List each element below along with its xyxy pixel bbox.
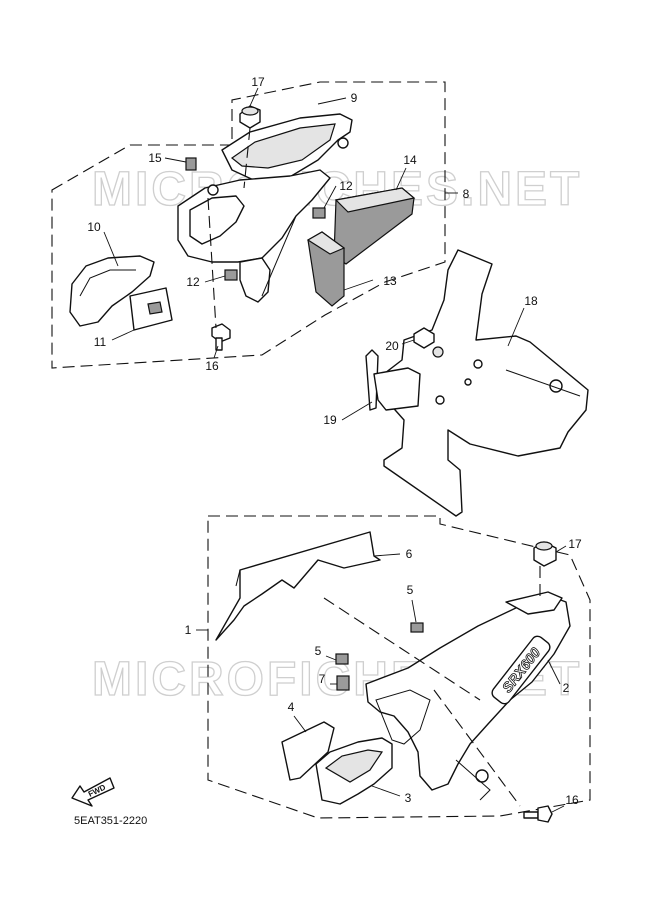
side-cover-part-2 xyxy=(365,591,571,801)
grommet-part-17-upper xyxy=(239,105,261,129)
drawing-code: 5EAT351-2220 xyxy=(74,815,148,827)
callout-5: 5 xyxy=(407,583,414,597)
callout-12: 12 xyxy=(339,179,353,193)
callout-18: 18 xyxy=(524,294,538,308)
callout-17: 17 xyxy=(251,75,265,89)
bolt-part-16-lower xyxy=(523,805,553,823)
callout-16: 16 xyxy=(205,359,219,373)
callout-6: 6 xyxy=(406,547,413,561)
strap-part-19 xyxy=(365,349,421,411)
bolt-part-16-upper xyxy=(211,323,231,351)
callout-17: 17 xyxy=(568,537,582,551)
callout-14: 14 xyxy=(403,153,417,167)
callout-labels: 17 9 15 12 14 8 10 12 13 11 16 18 20 19 … xyxy=(87,75,582,807)
clip-part-15 xyxy=(185,157,197,171)
grommet-part-17-lower xyxy=(533,541,557,567)
callout-5: 5 xyxy=(315,644,322,658)
callout-8: 8 xyxy=(463,187,470,201)
callout-15: 15 xyxy=(148,151,162,165)
lower-group-boundary xyxy=(207,515,591,819)
callout-12: 12 xyxy=(186,275,200,289)
inner-cover-part-6 xyxy=(215,531,381,641)
callout-4: 4 xyxy=(288,700,295,714)
emblem-plate-part-10 xyxy=(69,255,155,327)
plate-part-18 xyxy=(375,249,589,517)
callout-9: 9 xyxy=(351,91,358,105)
callout-7: 7 xyxy=(319,672,326,686)
callout-13: 13 xyxy=(383,274,397,288)
upper-group-boundary xyxy=(51,81,446,369)
panel-part-4 xyxy=(281,721,335,781)
callout-3: 3 xyxy=(405,791,412,805)
callout-2: 2 xyxy=(563,681,570,695)
nut-part-20 xyxy=(413,327,444,358)
bracket-part-9 xyxy=(221,113,353,183)
callout-1: 1 xyxy=(185,623,192,637)
callout-11: 11 xyxy=(94,335,107,349)
strip-part-14 xyxy=(333,187,416,265)
clip-part-5-lower xyxy=(335,653,349,665)
callout-16: 16 xyxy=(565,793,579,807)
side-cover-frame xyxy=(177,169,331,303)
clip-part-12-upper xyxy=(312,207,326,219)
clip-part-7 xyxy=(336,675,350,691)
pad-part-13 xyxy=(306,231,346,307)
leader-lines xyxy=(103,87,567,813)
callout-20: 20 xyxy=(385,339,399,353)
callout-19: 19 xyxy=(323,413,337,427)
forward-direction-arrow: FWD xyxy=(71,777,115,807)
clip-part-12-lower xyxy=(224,269,238,281)
clip-part-5-upper xyxy=(410,622,424,633)
callout-10: 10 xyxy=(87,220,101,234)
